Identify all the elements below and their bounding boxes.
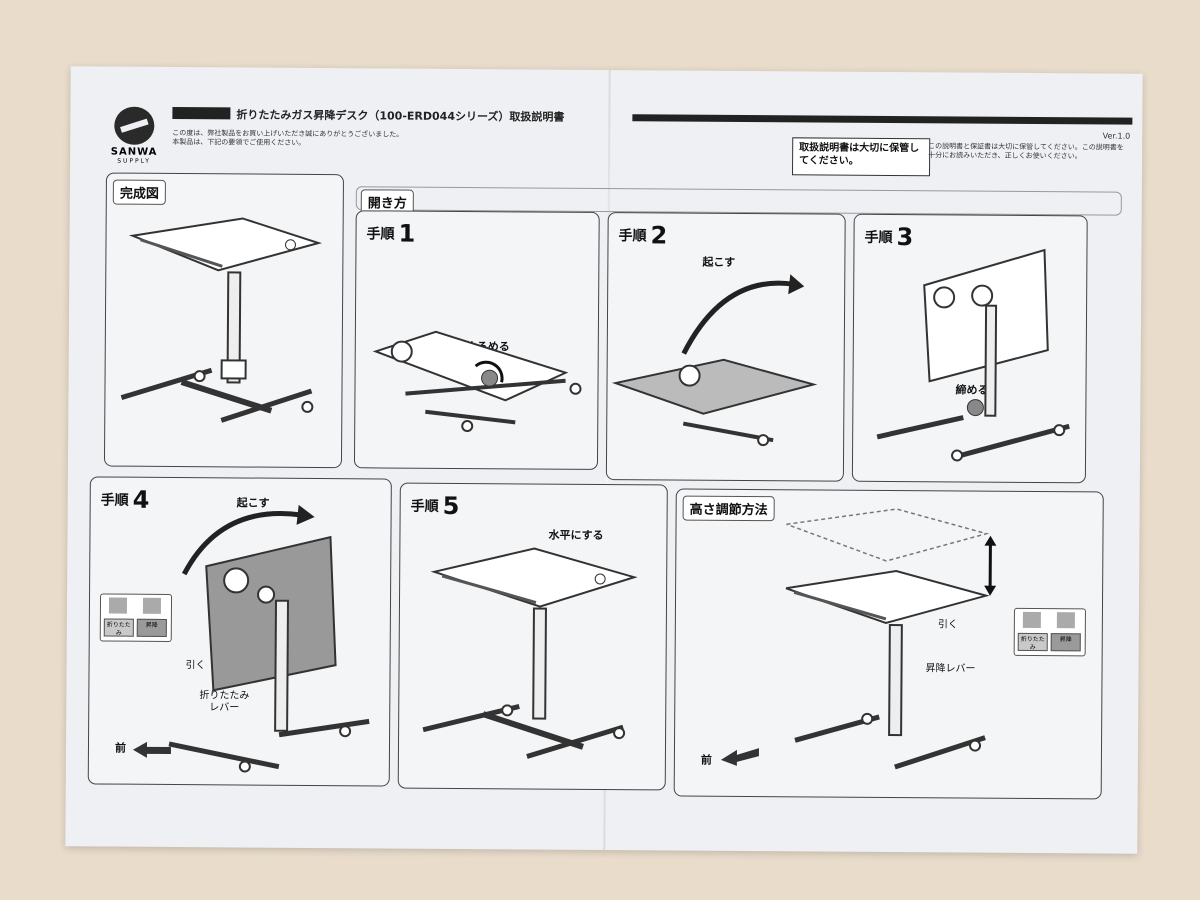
section-complete: 完成図 (112, 179, 166, 205)
key-lift-h: 昇降 (1050, 633, 1081, 652)
lever-keys-height: 折りたたみ 昇降 (1013, 607, 1086, 657)
desk-illustration (120, 217, 323, 423)
version: Ver.1.0 (1102, 131, 1131, 141)
intro-text: この度は、弊社製品をお買い上げいただき誠にありがとうございました。 本製品は、下… (172, 128, 404, 147)
title-bar: 折りたたみガス昇降デスク（100-ERD044シリーズ）取扱説明書 (172, 106, 1133, 128)
height-illustration (785, 508, 997, 770)
key-lift-4: 昇降 (136, 618, 167, 637)
keep-notice: 取扱説明書は大切に保管してください。 (791, 137, 931, 177)
step-4-illustration (168, 504, 370, 773)
section-height: 高さ調節方法 (682, 495, 775, 522)
front-label-4: 前 (114, 741, 127, 755)
step-3-illustration (876, 248, 1070, 462)
key-fold-4: 折りたたみ (103, 618, 134, 637)
brand-sub: SUPPLY (117, 157, 151, 165)
lever-keys-4: 折りたたみ 昇降 (99, 593, 173, 642)
panel-complete: 完成図 (103, 172, 344, 469)
sanwa-logo-icon (114, 106, 155, 145)
horizontal-label: 水平にする (548, 528, 604, 542)
document-title: 折りたたみガス昇降デスク（100-ERD044シリーズ）取扱説明書 (236, 108, 565, 124)
front-arrow-icon (132, 741, 171, 758)
step-2-illustration (611, 274, 818, 447)
keep-note: この説明書と保証書は大切に保管してください。この説明書を十分にお読みいただき、正… (928, 142, 1124, 161)
step-1-illustration (372, 330, 582, 433)
brand-name: SANWA (110, 146, 158, 158)
instruction-sheet: SANWA SUPPLY 折りたたみガス昇降デスク（100-ERD044シリーズ… (65, 66, 1143, 854)
front-label-h: 前 (700, 753, 712, 767)
step-5-illustration (422, 547, 638, 759)
panel-height-adjust: 高さ調節方法 折りたたみ 昇降 引く 昇降レバー 前 (673, 488, 1104, 800)
brand-logo: SANWA SUPPLY (106, 106, 162, 165)
front-arrow-icon-h (720, 748, 759, 766)
key-fold-h: 折りたたみ (1017, 632, 1048, 652)
